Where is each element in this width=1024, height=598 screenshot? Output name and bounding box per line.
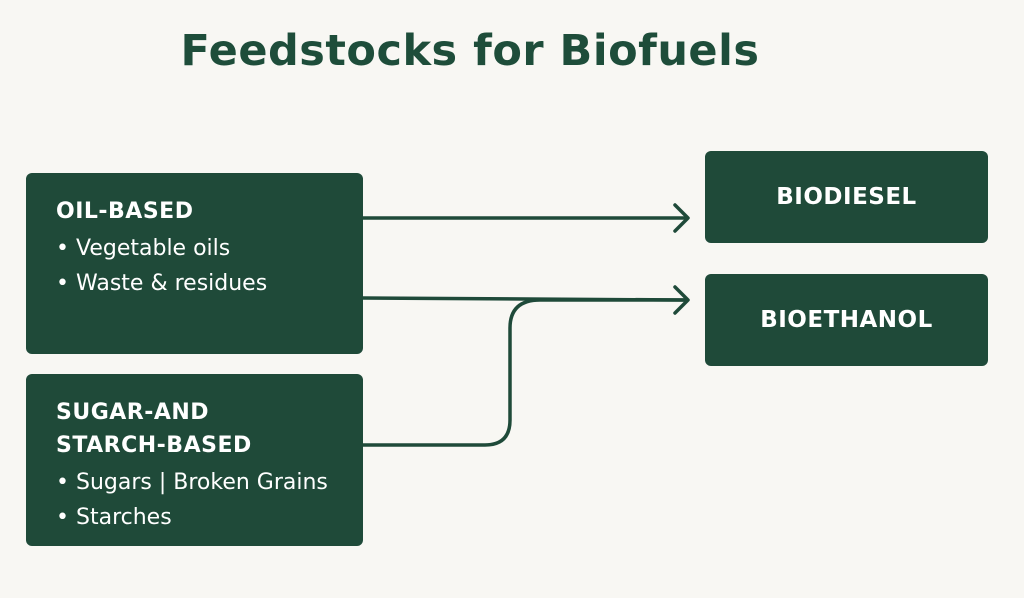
diagram-title: Feedstocks for Biofuels: [180, 26, 760, 76]
sugar-starch-based-list: • Sugars | Broken Grains • Starches: [56, 465, 363, 535]
sugar-starch-based-box: SUGAR-AND STARCH-BASED • Sugars | Broken …: [26, 374, 363, 546]
sugar-starch-based-heading: SUGAR-AND STARCH-BASED: [56, 400, 252, 458]
list-item-label: Vegetable oils: [76, 236, 231, 261]
oil-based-list: • Vegetable oils • Waste & residues: [56, 231, 363, 301]
list-item: • Starches: [56, 500, 363, 535]
biodiesel-box: BIODIESEL: [705, 151, 988, 243]
list-item-label: Waste & residues: [76, 271, 268, 296]
bullet-icon: •: [56, 505, 69, 530]
bioethanol-box: BIOETHANOL: [705, 274, 988, 366]
sugar-to-bioethanol-arrow: [361, 298, 688, 447]
bioethanol-label: BIOETHANOL: [760, 307, 933, 333]
bullet-icon: •: [56, 470, 69, 495]
list-item: • Sugars | Broken Grains: [56, 465, 363, 500]
list-item: • Vegetable oils: [56, 231, 363, 266]
list-item-label: Starches: [76, 505, 172, 530]
list-item: • Waste & residues: [56, 266, 363, 301]
bullet-icon: •: [56, 236, 69, 261]
oil-based-box: OIL-BASED • Vegetable oils • Waste & resid…: [26, 173, 363, 354]
arrowhead-icon: [673, 203, 690, 233]
oil-based-heading: OIL-BASED: [56, 199, 194, 224]
biodiesel-label: BIODIESEL: [776, 184, 917, 210]
bullet-icon: •: [56, 271, 69, 296]
arrowhead-icon: [673, 285, 690, 315]
list-item-label: Sugars | Broken Grains: [76, 470, 328, 495]
